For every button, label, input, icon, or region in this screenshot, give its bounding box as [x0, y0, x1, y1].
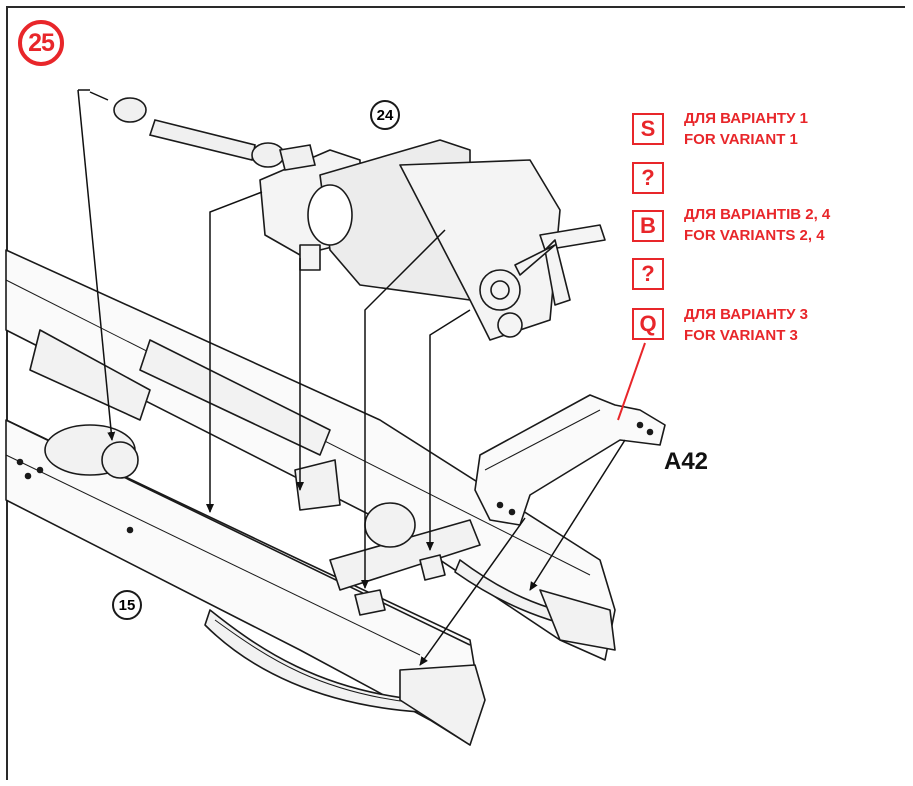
variant-2-4-en: FOR VARIANTS 2, 4 — [684, 227, 825, 244]
variant-1-ua: ДЛЯ ВАРІАНТУ 1 — [684, 110, 808, 127]
frame-assembly-ref: 15 — [112, 590, 142, 620]
variant-code-box-b: B — [632, 210, 664, 242]
drive-shaft — [113, 97, 316, 171]
instruction-frame — [6, 6, 905, 780]
variant-1-en: FOR VARIANT 1 — [684, 131, 798, 148]
engine-assembly-ref: 24 — [370, 100, 400, 130]
mounting-plate-a42 — [474, 394, 666, 526]
part-label-a42: A42 — [664, 448, 709, 475]
variant-leader — [617, 342, 646, 421]
variant-3-note: ДЛЯ ВАРІАНТУ 3 FOR VARIANT 3 — [684, 304, 808, 346]
variant-3-en: FOR VARIANT 3 — [684, 327, 798, 344]
step-number-badge: 25 — [18, 20, 64, 66]
variant-1-note: ДЛЯ ВАРІАНТУ 1 FOR VARIANT 1 — [684, 108, 808, 150]
assembly-arrows — [77, 89, 626, 666]
variant-2-4-ua: ДЛЯ ВАРІАНТІВ 2, 4 — [684, 206, 831, 223]
variant-code-box-unknown-1: ? — [632, 162, 664, 194]
chassis-frame — [5, 249, 616, 746]
variant-code-box-q: Q — [632, 308, 664, 340]
step-number: 25 — [28, 28, 55, 57]
engine-assembly — [259, 139, 606, 341]
variant-3-ua: ДЛЯ ВАРІАНТУ 3 — [684, 306, 808, 323]
variant-2-4-note: ДЛЯ ВАРІАНТІВ 2, 4 FOR VARIANTS 2, 4 — [684, 204, 830, 246]
variant-code-box-unknown-2: ? — [632, 258, 664, 290]
variant-code-box-s: S — [632, 113, 664, 145]
